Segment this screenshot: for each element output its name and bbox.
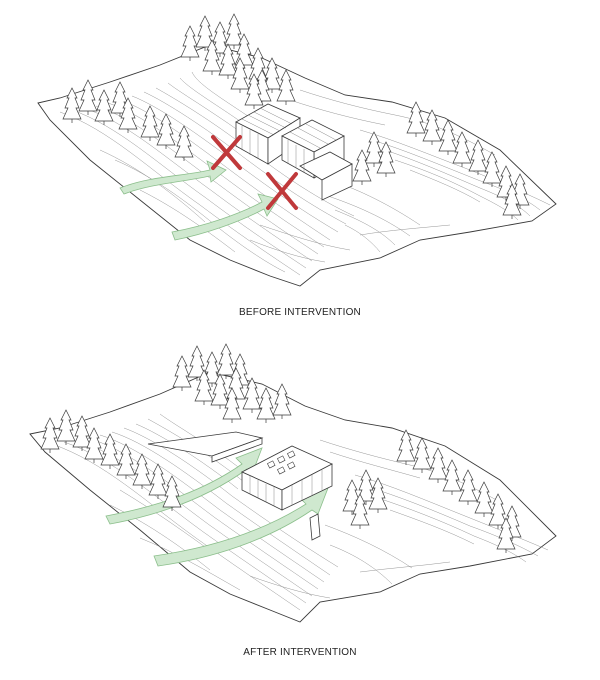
wind-arrow-icon [119,160,227,195]
after-intervention-panel [0,340,600,680]
wedge-ramp [147,431,264,463]
after-caption: AFTER INTERVENTION [243,647,357,658]
wind-arrow-icon [105,447,263,525]
roof-skylights [267,450,296,475]
before-caption: BEFORE INTERVENTION [239,307,361,318]
wind-arrow-icon [171,193,279,241]
cabin-icon [241,445,333,541]
cabin-icon [235,103,353,201]
blocked-cross-icon [266,172,298,210]
before-diagram [37,13,557,287]
before-intervention-panel [37,13,557,287]
blocked-cross-icon [211,135,242,170]
after-diagram [29,343,557,623]
